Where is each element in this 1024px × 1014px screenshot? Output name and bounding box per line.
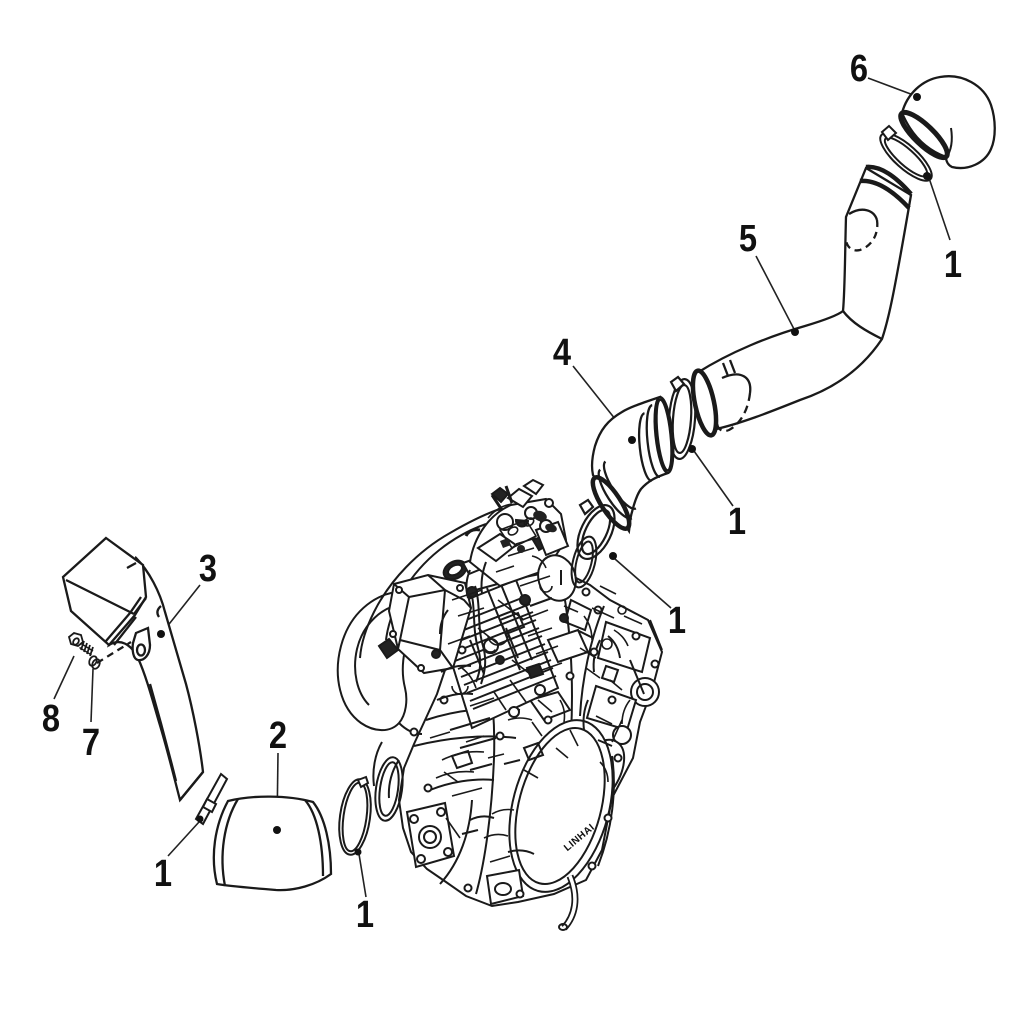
svg-text:1: 1 <box>356 893 374 936</box>
svg-text:1: 1 <box>944 243 962 286</box>
svg-text:1: 1 <box>154 852 172 895</box>
svg-text:7: 7 <box>82 721 100 764</box>
svg-text:2: 2 <box>269 714 287 757</box>
svg-text:5: 5 <box>739 217 757 260</box>
svg-text:1: 1 <box>668 599 686 642</box>
svg-text:8: 8 <box>42 697 60 740</box>
svg-text:3: 3 <box>199 547 217 590</box>
svg-text:6: 6 <box>850 47 868 90</box>
svg-text:1: 1 <box>728 500 746 543</box>
svg-text:4: 4 <box>553 331 571 374</box>
